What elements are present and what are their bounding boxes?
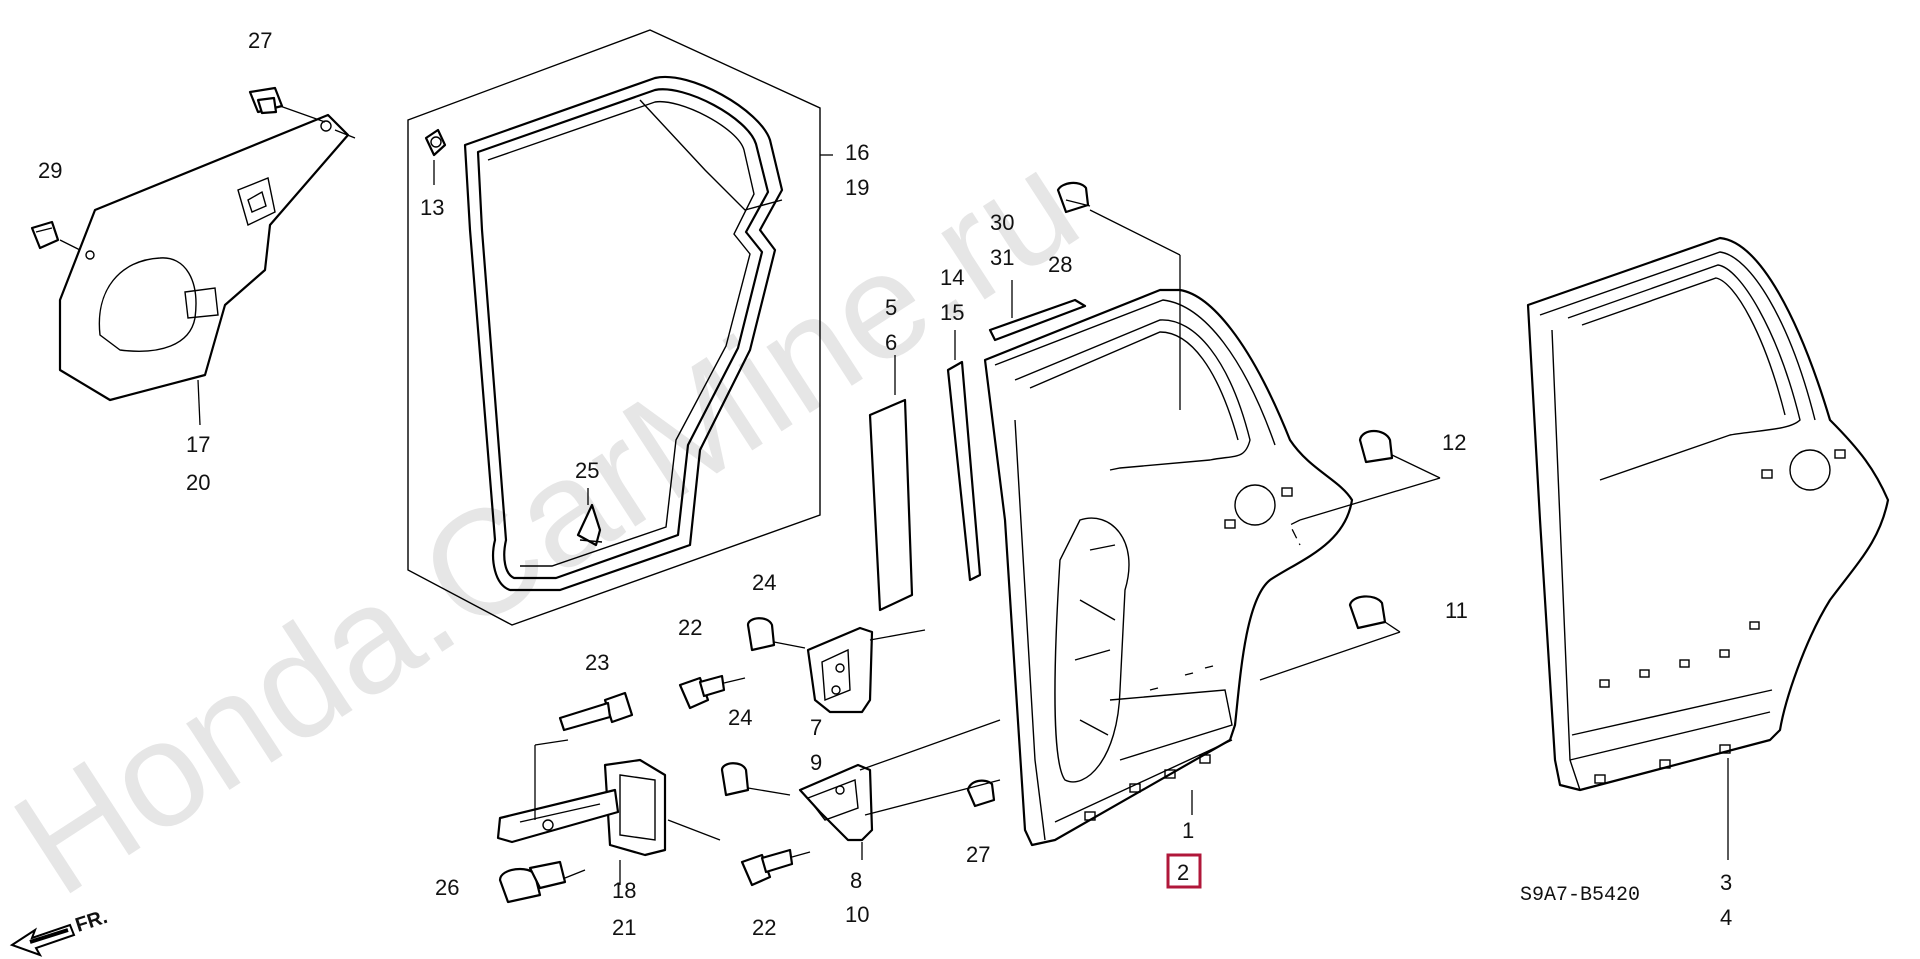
callout-3[interactable]: 3 [1720, 870, 1732, 895]
callout-15[interactable]: 15 [940, 300, 964, 325]
grommet-12[interactable] [1358, 429, 1394, 464]
center-pillar-garnish-part[interactable] [868, 398, 914, 612]
callout-22-lower[interactable]: 22 [752, 915, 776, 940]
upper-hinge-part[interactable] [806, 626, 874, 714]
bolt-24-lower[interactable] [720, 762, 791, 797]
clip-27-top[interactable] [248, 86, 284, 115]
clip-13[interactable] [424, 128, 447, 157]
clip-29[interactable] [30, 220, 60, 250]
callout-29[interactable]: 29 [38, 158, 62, 183]
callout-19[interactable]: 19 [845, 175, 869, 200]
callout-5[interactable]: 5 [885, 295, 897, 320]
callout-27-bottom[interactable]: 27 [966, 842, 990, 867]
bolt-22-lower[interactable] [740, 848, 794, 887]
rear-door-skin-part[interactable] [1526, 236, 1890, 792]
callout-6[interactable]: 6 [885, 330, 897, 355]
bolt-26[interactable] [498, 860, 567, 904]
callout-14[interactable]: 14 [940, 265, 964, 290]
callout-16[interactable]: 16 [845, 140, 869, 165]
callout-17[interactable]: 17 [186, 432, 210, 457]
door-checker-part[interactable] [496, 758, 667, 857]
callout-12[interactable]: 12 [1442, 430, 1466, 455]
grommet-11[interactable] [1348, 595, 1387, 630]
bolt-24-upper[interactable] [746, 617, 806, 652]
plastic-sheet-part[interactable] [58, 113, 350, 402]
door-molding-part[interactable] [988, 298, 1087, 342]
clip-25[interactable] [576, 503, 603, 547]
callout-10[interactable]: 10 [845, 902, 869, 927]
callout-28[interactable]: 28 [1048, 252, 1072, 277]
callout-20[interactable]: 20 [186, 470, 210, 495]
callout-11[interactable]: 11 [1445, 598, 1468, 623]
clip-28[interactable] [1056, 181, 1091, 214]
callout-23[interactable]: 23 [585, 650, 609, 675]
callout-24-upper[interactable]: 24 [752, 570, 776, 595]
callout-22-upper[interactable]: 22 [678, 615, 702, 640]
bolt-22-upper[interactable] [678, 674, 746, 710]
callout-7[interactable]: 7 [810, 715, 822, 740]
diagram-code: S9A7-B5420 [1520, 884, 1640, 907]
callout-30[interactable]: 30 [990, 210, 1014, 235]
callout-1[interactable]: 1 [1182, 818, 1194, 843]
bolt-23[interactable] [558, 691, 634, 732]
callout-21[interactable]: 21 [612, 915, 636, 940]
callout-8[interactable]: 8 [850, 868, 862, 893]
callout-18[interactable]: 18 [612, 878, 636, 903]
callout-27-top[interactable]: 27 [248, 28, 272, 53]
rear-door-panel-part[interactable] [983, 288, 1354, 847]
front-arrow-icon [9, 923, 76, 957]
callout-31[interactable]: 31 [990, 245, 1014, 270]
callout-4[interactable]: 4 [1720, 905, 1732, 930]
callout-26[interactable]: 26 [435, 875, 459, 900]
run-channel-part[interactable] [946, 360, 982, 582]
callout-24-lower[interactable]: 24 [728, 705, 752, 730]
callout-13[interactable]: 13 [420, 195, 444, 220]
callout-2-selected[interactable]: 2 [1177, 860, 1189, 885]
weatherstrip-part[interactable] [407, 29, 821, 626]
selected-callout-box [1166, 853, 1202, 889]
callout-9[interactable]: 9 [810, 750, 822, 775]
callout-25[interactable]: 25 [575, 458, 599, 483]
lower-hinge-part[interactable] [798, 763, 874, 842]
